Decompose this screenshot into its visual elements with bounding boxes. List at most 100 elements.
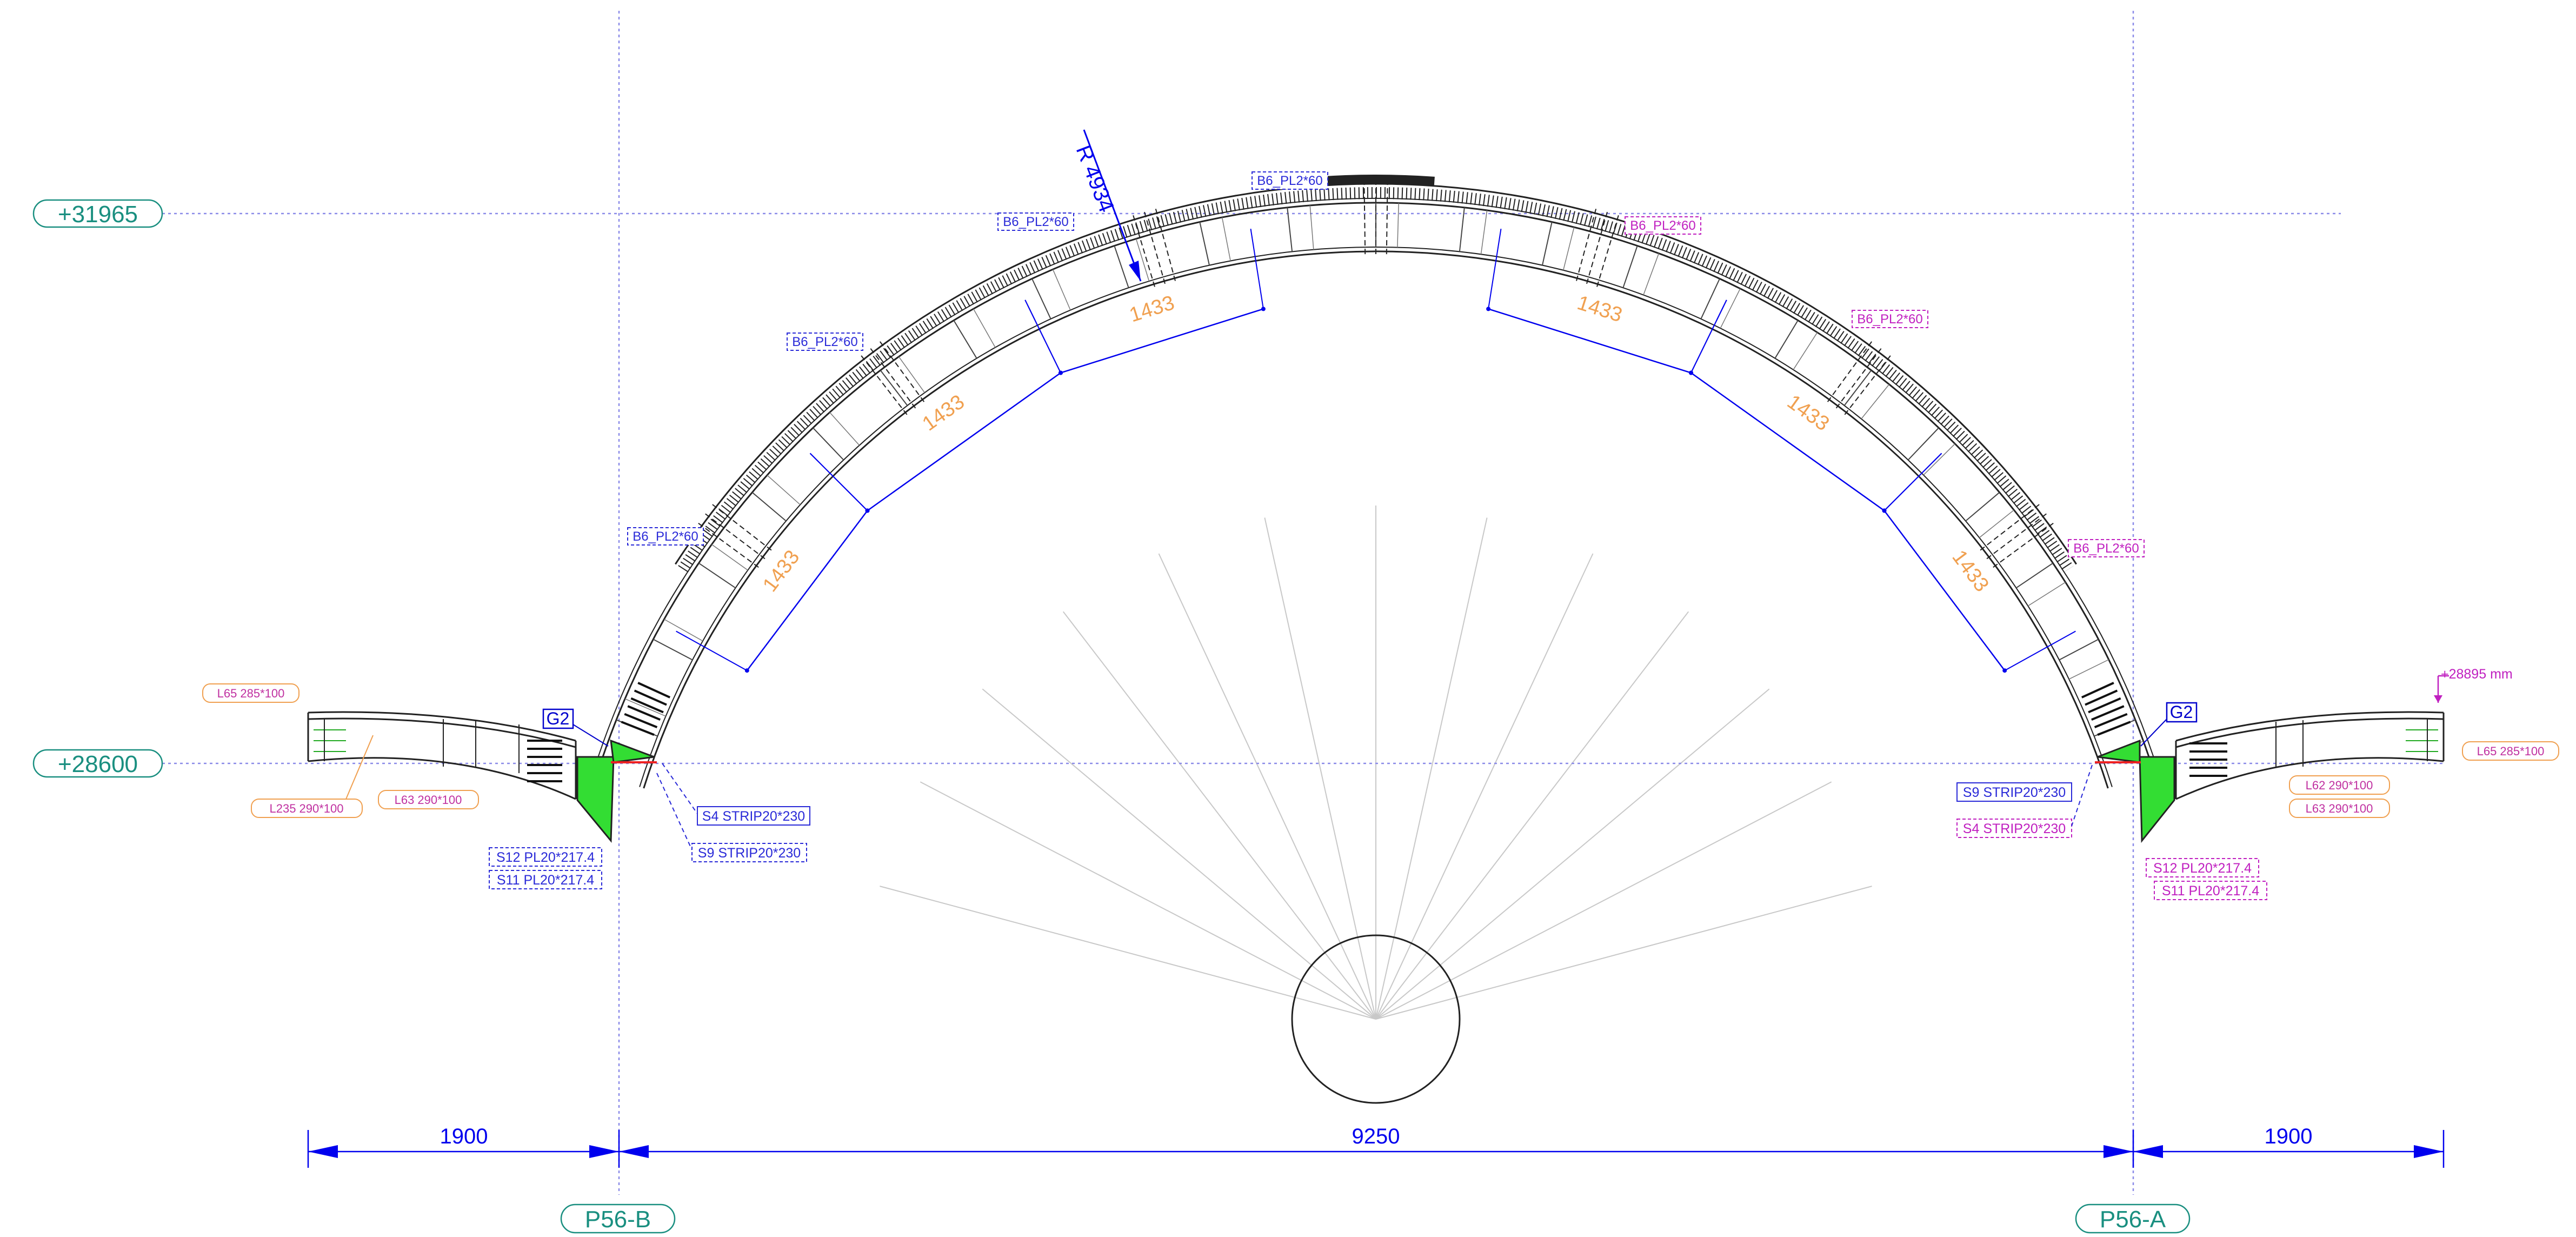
fan-line: [982, 688, 1376, 1020]
right-support-plate: [2095, 739, 2175, 843]
level-marker-base: +28600: [32, 749, 163, 778]
construction-fan-lines: [880, 506, 1872, 1020]
segment-extension-line: [1250, 229, 1264, 309]
arch-end-bolt-row: [630, 697, 664, 714]
left-s9-label: S9 STRIP20*230: [698, 846, 801, 861]
right-l62-label: L62 290*100: [2306, 779, 2373, 792]
arch-web-panel-edge: [2015, 562, 2054, 589]
segment-dimension-line: [1488, 308, 1692, 374]
arch-end-bolt-row: [2097, 721, 2131, 736]
segment-dimension-tick: [2002, 668, 2007, 673]
fan-line: [1375, 781, 1832, 1020]
arch-splice-joint: [860, 354, 908, 415]
segment-extension-line: [1488, 229, 1502, 309]
arch-splice-joint: [711, 503, 772, 551]
arch-splice-joint: [1993, 522, 2055, 568]
arch-web-panel-edge: [664, 618, 703, 642]
main-arch: [597, 175, 2155, 789]
level-label-top: +31965: [58, 201, 138, 228]
plate-tag-label: B6_PL2*60: [1857, 312, 1922, 327]
segment-extension-line: [1024, 300, 1061, 374]
plate-tags: B6_PL2*60B6_PL2*60B6_PL2*60B6_PL2*60B6_P…: [627, 171, 2145, 557]
arch-web-panel-edge: [2068, 659, 2109, 680]
arch-web-panel-edge: [1861, 384, 1890, 420]
arch-end-bolt-row: [2085, 689, 2118, 706]
segment-dimension-tick: [744, 668, 749, 673]
fan-line: [920, 781, 1376, 1020]
arch-web-panel-edge: [653, 639, 693, 661]
segment-dimension-line: [1883, 510, 2006, 671]
arch-web-panel-edge: [1114, 245, 1129, 288]
segment-dimension-tick: [1486, 307, 1491, 311]
elevation-mark-label: +28895 mm: [2441, 667, 2513, 682]
left-support-tags: G2 L65 285*100 L235 290*100 L63 290*100 …: [202, 683, 810, 889]
arch-web-panel-edge: [898, 356, 926, 393]
arch-splice-joint: [697, 522, 759, 568]
segment-dimension-line: [867, 372, 1061, 511]
arch-splice-joint: [1835, 347, 1882, 409]
arch-web-panel-edge: [1031, 278, 1051, 320]
arch-end-bolt-row: [627, 705, 661, 721]
arch-end-bolt-row: [634, 689, 667, 706]
right-s4-label: S4 STRIP20*230: [1963, 821, 2066, 836]
arch-web-panel-edge: [1480, 210, 1488, 255]
arch-splice-joint: [869, 347, 916, 409]
arch-splice-joint: [1143, 210, 1166, 284]
arch-splice-joint: [878, 340, 925, 402]
right-s9-label: S9 STRIP20*230: [1963, 785, 2066, 800]
arch-end-bolt-row: [2081, 682, 2114, 699]
radius-label: R 4934: [1071, 142, 1119, 215]
arch-web-panel-edge: [1135, 238, 1150, 282]
fan-line: [1375, 517, 1488, 1020]
plate-tag-frame: [997, 212, 1074, 231]
arch-web-panel-edge: [1287, 207, 1293, 252]
elevation-marker: +28895 mm: [2434, 667, 2513, 703]
arch-splice-joint: [1844, 354, 1892, 415]
grid-label-p56-a: P56-A: [2100, 1206, 2166, 1233]
plate-tag-frame: [787, 332, 863, 351]
arch-web-panel-edge: [624, 698, 666, 717]
left-g2-label: G2: [547, 709, 570, 728]
right-support-tags: G2 L65 285*100 L62 290*100 L63 290*100 S…: [1956, 702, 2559, 900]
segment-extension-line: [2004, 630, 2076, 671]
segment-extension-line: [676, 630, 748, 671]
arch-end-bolt-row: [624, 713, 658, 728]
segment-dimension-line: [746, 510, 868, 671]
level-marker-top: +31965: [32, 199, 163, 228]
arch-web-panel-edge: [1622, 245, 1638, 288]
segment-dimension-line: [1690, 372, 1885, 511]
fan-line: [880, 886, 1376, 1020]
arch-end-bolt-row: [621, 721, 655, 736]
arch-splice-joint: [1827, 340, 1873, 402]
arch-splice-joint: [1586, 210, 1608, 284]
segment-dimension-tick: [1261, 307, 1266, 311]
plate-tag-frame: [1852, 310, 1928, 328]
arch-web-panel-edge: [1793, 332, 1818, 370]
left-l65-label: L65 285*100: [217, 687, 285, 700]
arch-web-panel-edge: [829, 412, 860, 446]
left-support-plate: [576, 739, 657, 843]
arch-end-bolt-row: [637, 682, 671, 699]
arch-web-panel-edge: [1199, 222, 1210, 265]
segment-dimension-tick: [1059, 370, 1063, 375]
arch-web-panel-edge: [1700, 278, 1720, 320]
left-s4-label: S4 STRIP20*230: [702, 809, 805, 824]
fan-line: [1375, 886, 1872, 1020]
plate-tag-label: B6_PL2*60: [1630, 218, 1695, 233]
segment-length-label: 1433: [1127, 291, 1177, 327]
segment-dimension-line: [1060, 308, 1264, 374]
arch-web-panel-edge: [1965, 491, 2000, 522]
segment-length-label: 1433: [1574, 291, 1625, 327]
arch-web-panel-edge: [1563, 227, 1575, 270]
arch-web-panel-edge: [1052, 269, 1071, 310]
arch-splice-joint: [1363, 178, 1366, 255]
segment-dimension-tick: [1882, 508, 1887, 513]
arch-center-circle: [1291, 934, 1461, 1104]
arch-splice-joint: [1986, 513, 2048, 560]
right-l63-label: L63 290*100: [2306, 802, 2373, 815]
arch-web-panel-edge: [698, 562, 736, 589]
right-s11-label: S11 PL20*217.4: [2162, 883, 2259, 899]
arch-splice-joint: [1576, 208, 1597, 281]
left-l235-label: L235 290*100: [269, 802, 343, 815]
